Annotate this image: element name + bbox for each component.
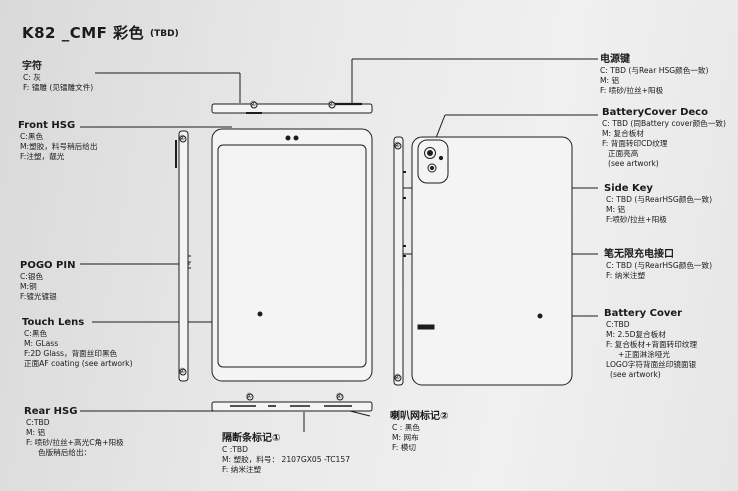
callout-speaker-mesh-line: C : 黑色 — [392, 423, 420, 432]
marker-right-bottom: ② — [394, 373, 401, 381]
callout-side-key-line: F:喷砂/拉丝+阳极 — [606, 215, 667, 224]
callout-pogo-pin-line: M:铜 — [20, 282, 37, 291]
callout-battery-cover-deco-line: F: 背面转印CD纹理 — [602, 139, 668, 148]
callout-pogo-pin-heading: POGO PIN — [20, 260, 76, 271]
callout-font-line: C: 灰 — [23, 73, 41, 82]
callout-charger-port-heading: 笔无限充电接口 — [604, 249, 674, 260]
callout-divider-mark-line: F: 纳米注塑 — [222, 465, 262, 474]
callout-font-heading: 字符 — [22, 61, 42, 72]
callout-front-hsg-heading: Front HSG — [18, 120, 76, 131]
callout-battery-cover-deco-line: (see artwork) — [608, 159, 659, 168]
callout-side-key: Side Key C: TBD (与RearHSG颜色一致) M: 铝 F:喷砂… — [604, 182, 712, 225]
back-view — [411, 136, 573, 386]
callout-divider-mark-line: C :TBD — [222, 445, 248, 454]
callout-charger-port-line: F: 纳米注塑 — [606, 271, 646, 280]
marker-left-bottom: ② — [179, 367, 186, 375]
callout-touch-lens-line: M: GLass — [24, 339, 59, 348]
callout-rear-hsg-heading: Rear HSG — [24, 406, 78, 417]
marker-right-top: ② — [394, 141, 401, 149]
callout-speaker-mesh: 喇叭网标记② C : 黑色 M: 网布 F: 模切 — [390, 410, 448, 453]
callout-battery-cover-line: (see artwork) — [610, 370, 661, 379]
callout-front-hsg-line: F:注塑，靓光 — [20, 152, 65, 161]
callout-speaker-mesh-heading: 喇叭网标记② — [390, 411, 449, 422]
callout-power-key-line: M: 铝 — [600, 76, 620, 85]
callout-side-key-line: C: TBD (与RearHSG颜色一致) — [606, 195, 713, 204]
marker-bottom-right: ① — [336, 392, 343, 400]
callout-touch-lens-line: F:2D Glass，背面丝印黑色 — [24, 349, 118, 358]
callout-battery-cover-deco-heading: BatteryCover Deco — [602, 107, 708, 118]
camera-deco — [417, 139, 449, 184]
callout-battery-cover-line: LOGO字符背面丝印镜面银 — [606, 360, 697, 369]
back-logo — [417, 324, 435, 330]
callout-touch-lens: Touch Lens C:黑色 M: GLass F:2D Glass，背面丝印… — [22, 316, 133, 369]
front-display-area — [217, 144, 367, 368]
right-side-view — [393, 136, 404, 386]
callout-battery-cover-deco-line: 正面亮高 — [608, 149, 639, 158]
callout-touch-lens-heading: Touch Lens — [22, 317, 85, 328]
callout-front-hsg-line: M:塑胶，料号稍后给出 — [20, 142, 98, 151]
callout-battery-cover-line: M: 2.5D复合板材 — [606, 330, 666, 339]
callout-battery-cover-line: C:TBD — [606, 320, 630, 329]
callout-divider-mark: 隔断条标记① C :TBD M: 塑胶，料号： 2107GX05 -TC157 … — [222, 432, 350, 475]
sheet-title: K82 _CMF 彩色 — [22, 24, 145, 42]
callout-rear-hsg-line: 色版稍后给出： — [38, 448, 92, 457]
callout-rear-hsg-line: F: 喷砂/拉丝+高光C角+阳极 — [26, 438, 124, 447]
callout-font: 字符 C: 灰 F: 镭雕 (见镭雕文件) — [22, 60, 93, 93]
callout-power-key: 电源键 C: TBD (与Rear HSG颜色一致) M: 铝 F: 喷砂/拉丝… — [600, 53, 709, 96]
callout-font-line: F: 镭雕 (见镭雕文件) — [23, 83, 94, 92]
callout-battery-cover: Battery Cover C:TBD M: 2.5D复合板材 F: 复合板材+… — [604, 307, 697, 380]
callout-touch-lens-line: C:黑色 — [24, 329, 48, 338]
callout-speaker-mesh-line: M: 网布 — [392, 433, 419, 442]
callout-battery-cover-deco-line: C: TBD (同Battery cover颜色一致) — [602, 119, 726, 128]
marker-bottom-left: ① — [246, 392, 253, 400]
callout-charger-port: 笔无限充电接口 C: TBD (与RearHSG颜色一致) F: 纳米注塑 — [604, 248, 712, 281]
callout-speaker-mesh-line: F: 模切 — [392, 443, 416, 452]
callout-side-key-heading: Side Key — [604, 183, 653, 194]
callout-power-key-line: C: TBD (与Rear HSG颜色一致) — [600, 66, 709, 75]
callout-battery-cover-line: +正面淋涂哑光 — [618, 350, 670, 359]
callout-rear-hsg-line: C:TBD — [26, 418, 50, 427]
callout-power-key-heading: 电源键 — [600, 54, 630, 65]
callout-charger-port-line: C: TBD (与RearHSG颜色一致) — [606, 261, 713, 270]
callout-touch-lens-line: 正面AF coating (see artwork) — [24, 359, 133, 368]
callout-front-hsg: Front HSG C:黑色 M:塑胶，料号稍后给出 F:注塑，靓光 — [18, 119, 97, 162]
callout-rear-hsg-line: M: 铝 — [26, 428, 46, 437]
callout-battery-cover-line: F: 复合板材+背面转印纹理 — [606, 340, 698, 349]
top-edge-view — [211, 103, 373, 114]
callout-battery-cover-deco-line: M: 复合板材 — [602, 129, 644, 138]
callout-rear-hsg: Rear HSG C:TBD M: 铝 F: 喷砂/拉丝+高光C角+阳极 色版稍… — [24, 405, 124, 458]
callout-side-key-line: M: 铝 — [606, 205, 626, 214]
callout-pogo-pin-line: C:银色 — [20, 272, 44, 281]
callout-front-hsg-line: C:黑色 — [20, 132, 44, 141]
left-side-view — [178, 130, 189, 382]
callout-power-key-line: F: 喷砂/拉丝+阳极 — [600, 86, 664, 95]
sheet-title-tbd: (TBD) — [150, 29, 179, 39]
callout-battery-cover-deco: BatteryCover Deco C: TBD (同Battery cover… — [602, 106, 726, 169]
callout-pogo-pin: POGO PIN C:银色 M:铜 F:镀光镀银 — [20, 259, 75, 302]
marker-top-left: ② — [250, 100, 257, 108]
callout-divider-mark-line: M: 塑胶，料号： 2107GX05 -TC157 — [222, 455, 351, 464]
callout-divider-mark-heading: 隔断条标记① — [222, 433, 281, 444]
callout-battery-cover-heading: Battery Cover — [604, 308, 683, 319]
marker-left-top: ② — [179, 134, 186, 142]
callout-pogo-pin-line: F:镀光镀银 — [20, 292, 57, 301]
front-view — [211, 128, 373, 382]
marker-top-right: ② — [328, 100, 335, 108]
